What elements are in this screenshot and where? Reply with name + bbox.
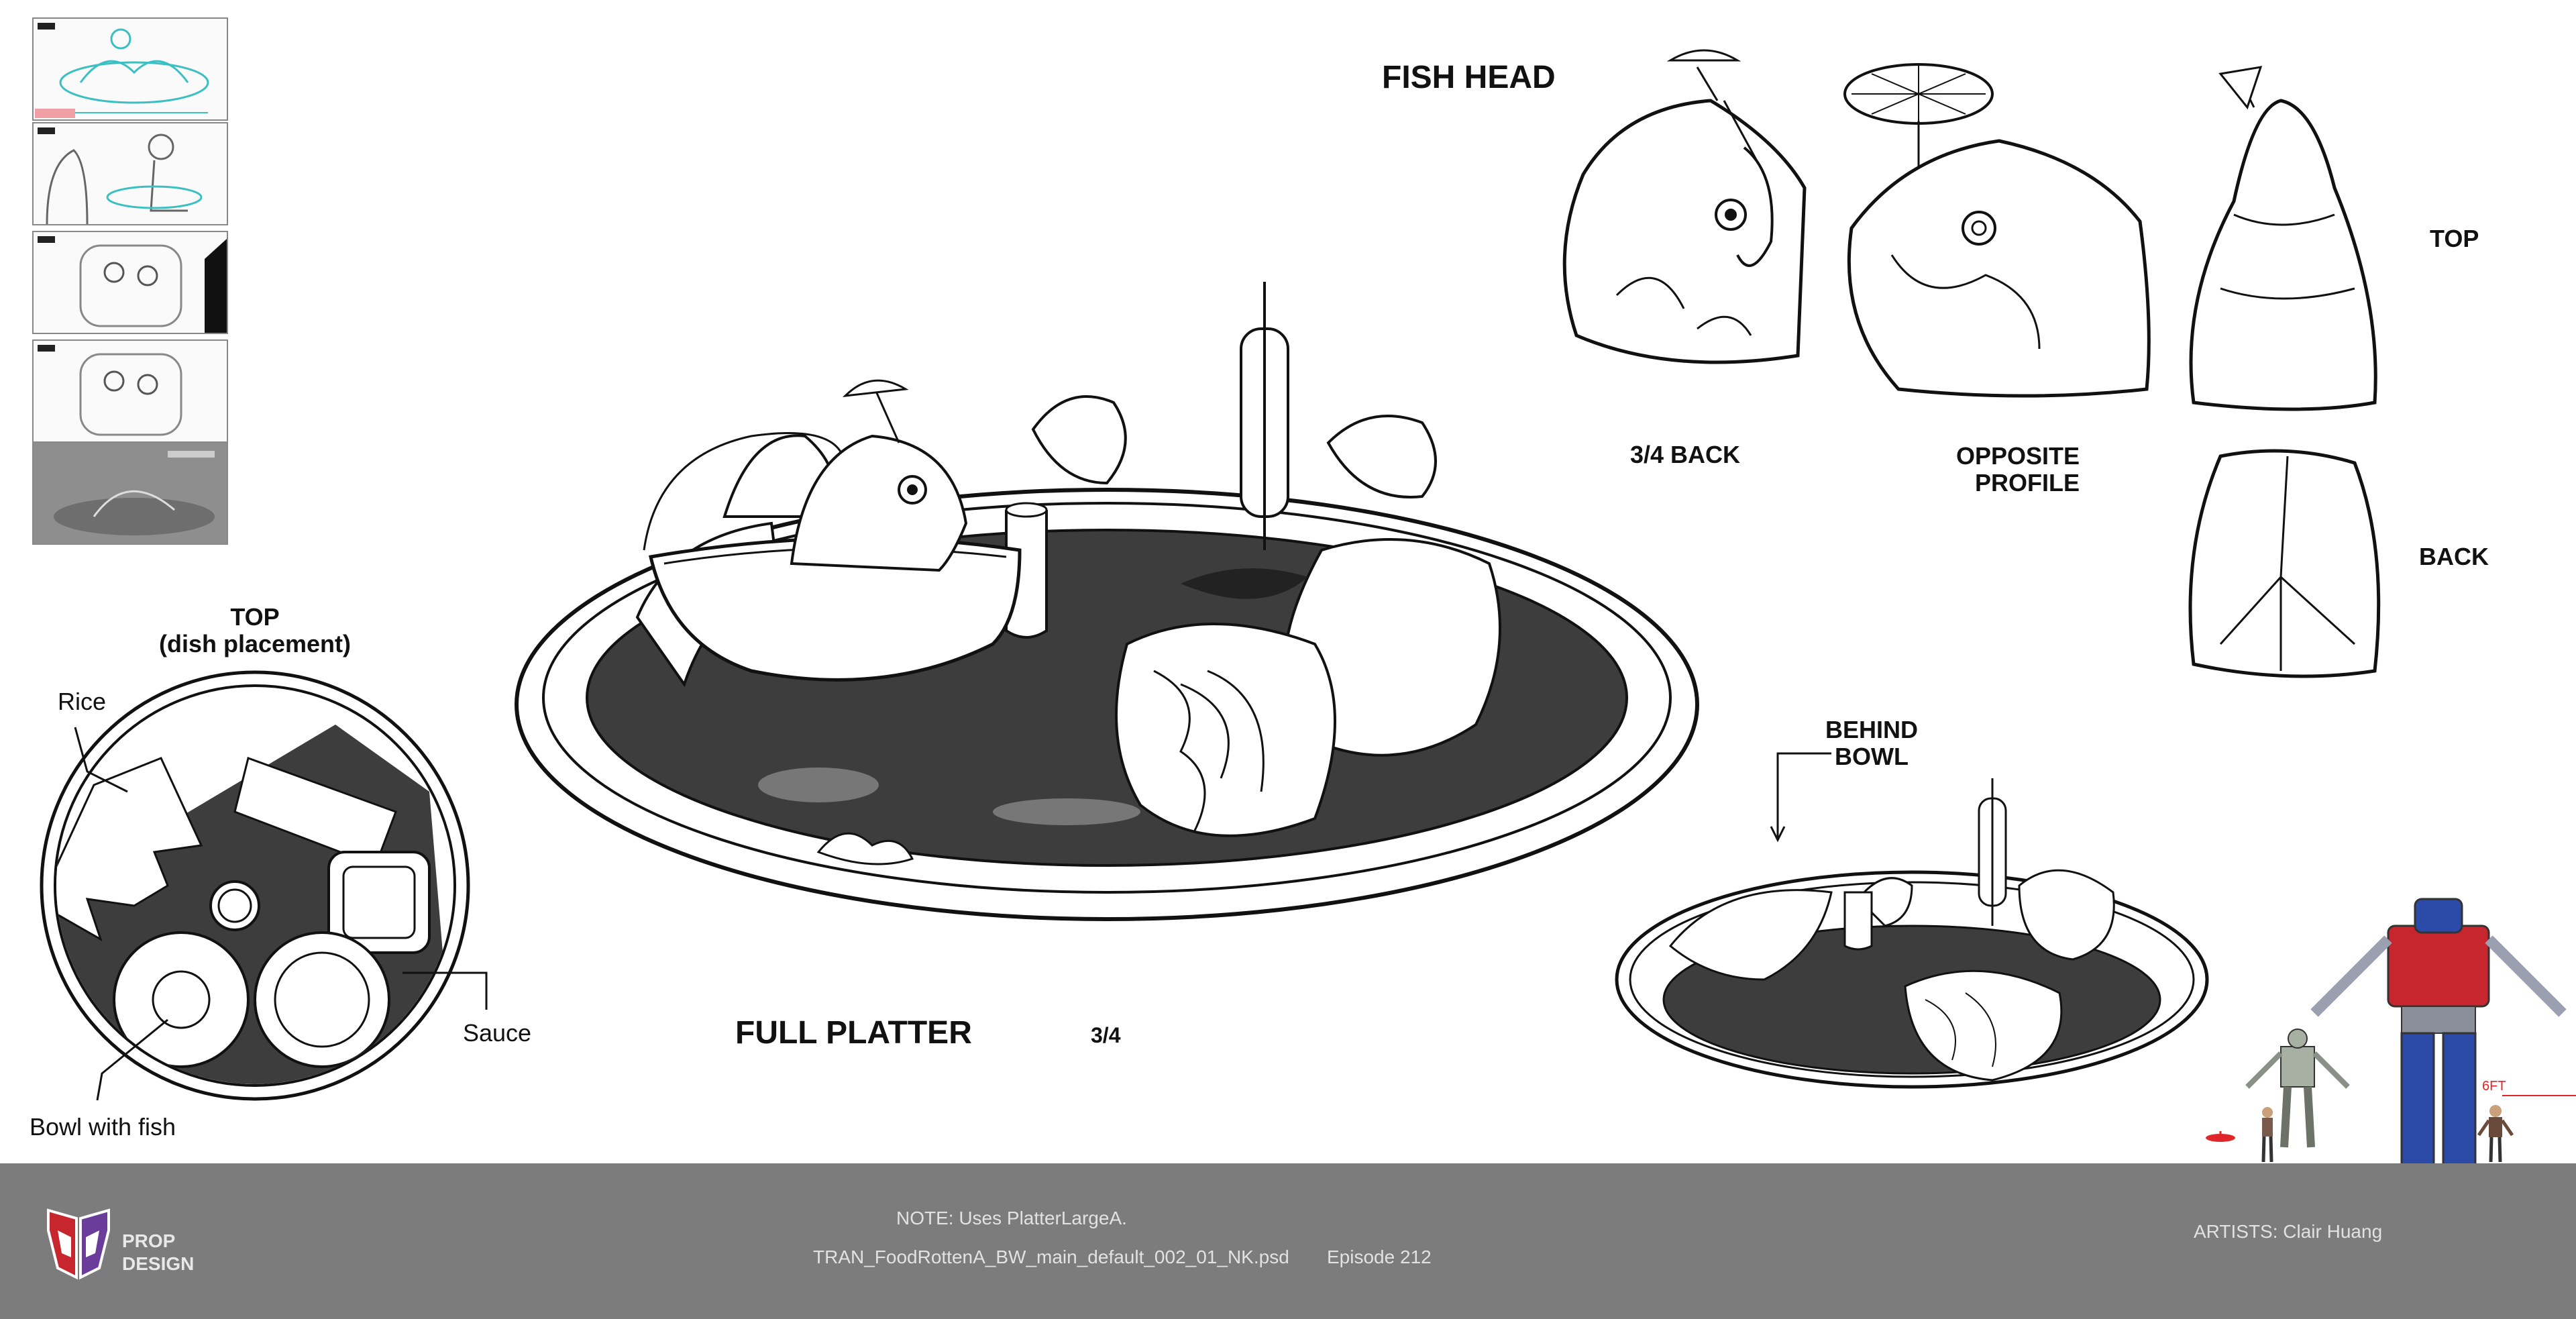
three-quarter-back-label: 3/4 BACK — [1630, 441, 1741, 468]
footer-artists: ARTISTS: Clair Huang — [2194, 1221, 2383, 1242]
footer-episode: Episode 212 — [1327, 1247, 1432, 1267]
top-placement-title-line1: TOP — [230, 603, 280, 631]
behind-bowl-platter-illustration — [1615, 778, 2209, 1089]
behind-bowl-line2: BOWL — [1835, 742, 1909, 770]
top-placement-diagram — [40, 670, 488, 1101]
scale-height-label: 6FT — [2482, 1079, 2506, 1094]
optimus-scale-icon — [2310, 898, 2567, 1169]
storyboard-red-note — [35, 109, 75, 118]
full-platter-illustration — [515, 282, 1699, 921]
full-platter-view-label: 3/4 — [1091, 1023, 1121, 1047]
fish-head-three-quarter-back — [1562, 49, 1807, 364]
footer-bar: PROP DESIGN NOTE: Uses PlatterLargeA. TR… — [0, 1163, 2576, 1319]
fish-head-top-view — [2189, 66, 2377, 411]
character-scale-lineup — [2206, 898, 2576, 1169]
storyboard-thumb-5[interactable] — [32, 441, 228, 545]
thumb-sketch-icon — [59, 28, 209, 113]
behind-bowl-arrow-icon — [1770, 752, 1831, 843]
human-scale-right-icon — [2477, 1105, 2514, 1163]
footer-logo-line2: DESIGN — [122, 1253, 195, 1274]
top-placement-title-line2: (dish placement) — [158, 629, 352, 657]
top-placement-title: TOP (dish placement) — [0, 604, 510, 657]
opposite-profile-label: OPPOSITE PROFILE — [1945, 443, 2080, 496]
human-scale-left-icon — [2261, 1107, 2273, 1163]
bumblebee-scale-icon — [2245, 1028, 2350, 1148]
storyboard-thumb-1[interactable] — [32, 17, 228, 121]
fish-head-title: FISH HEAD — [1382, 60, 1556, 95]
thumb-tag-icon — [38, 23, 55, 30]
bowl-with-fish-label: Bowl with fish — [30, 1113, 176, 1141]
footer-logo-line1: PROP — [122, 1230, 176, 1251]
behind-bowl-line1: BEHIND — [1825, 716, 1918, 743]
top-view-label: TOP — [2430, 225, 2479, 252]
thumb-sketch-icon — [34, 443, 227, 543]
footer-filename: TRAN_FoodRottenA_BW_main_default_002_01_… — [813, 1247, 1289, 1267]
fish-head-back-view — [2188, 449, 2381, 678]
storyboard-thumb-4[interactable] — [32, 339, 228, 443]
rice-label: Rice — [58, 688, 107, 715]
thumb-sketch-icon — [79, 239, 227, 333]
full-platter-label: FULL PLATTER — [735, 1015, 972, 1051]
footer-note: NOTE: Uses PlatterLargeA. — [896, 1208, 1127, 1228]
autobot-decepticon-logo-icon — [47, 1208, 110, 1280]
thumb-tag-icon — [38, 127, 55, 134]
opposite-profile-line1: OPPOSITE — [1955, 442, 2080, 470]
storyboard-thumb-3[interactable] — [32, 231, 228, 334]
fish-head-opposite-profile — [1843, 63, 2151, 398]
thumb-sketch-icon — [79, 353, 182, 436]
sauce-label: Sauce — [463, 1019, 532, 1047]
back-view-label: BACK — [2419, 543, 2489, 570]
opposite-profile-line2: PROFILE — [1974, 468, 2080, 496]
thumb-tag-icon — [38, 345, 55, 352]
thumb-tag-icon — [38, 236, 55, 243]
storyboard-thumb-2[interactable] — [32, 122, 228, 225]
thumb-sketch-icon — [46, 134, 203, 225]
behind-bowl-label: BEHIND BOWL — [1805, 717, 1939, 770]
